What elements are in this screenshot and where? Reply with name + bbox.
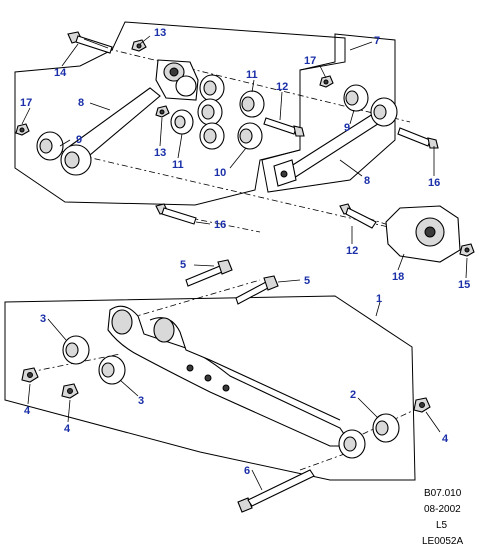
bolt-12-upper bbox=[263, 117, 305, 137]
callout-17-right: 17 bbox=[304, 55, 316, 67]
upper-assembly-outline bbox=[14, 21, 346, 206]
callout-16-mid: 16 bbox=[214, 219, 226, 231]
nut-15 bbox=[459, 243, 475, 257]
axis-line-bottom-bolt bbox=[299, 451, 351, 471]
nut-13-upper bbox=[131, 39, 147, 52]
bushing-10 bbox=[237, 122, 263, 150]
callout-14: 14 bbox=[54, 67, 67, 79]
nut-13-lower bbox=[155, 105, 170, 118]
leader-lines bbox=[21, 35, 468, 491]
nut-4-mid bbox=[61, 383, 79, 399]
nut-17-left bbox=[15, 123, 30, 136]
callout-4-mid: 4 bbox=[64, 423, 71, 435]
nut-4-right bbox=[413, 397, 431, 413]
bolt-16-right bbox=[397, 127, 439, 149]
callout-12-lower: 12 bbox=[346, 245, 358, 257]
callout-16-right: 16 bbox=[428, 177, 440, 189]
callout-8-right: 8 bbox=[364, 175, 370, 187]
callout-10: 10 bbox=[214, 167, 226, 179]
callout-7: 7 bbox=[374, 35, 380, 47]
callout-11-right: 11 bbox=[246, 69, 258, 81]
callout-3-upper: 3 bbox=[40, 313, 46, 325]
bushing-11-left bbox=[170, 109, 194, 135]
kit-7-outline bbox=[261, 33, 396, 193]
reference-code: B07.010 bbox=[424, 488, 462, 499]
callout-4-left: 4 bbox=[24, 405, 31, 417]
callout-18: 18 bbox=[392, 271, 404, 283]
callout-6: 6 bbox=[244, 465, 250, 477]
bolt-16-mid bbox=[155, 203, 197, 225]
lower-arm-1 bbox=[107, 305, 366, 459]
bracket-18 bbox=[385, 205, 461, 263]
callout-8-left: 8 bbox=[78, 97, 84, 109]
nut-17-right bbox=[319, 75, 334, 88]
callout-3-lower: 3 bbox=[138, 395, 144, 407]
bolt-6 bbox=[237, 469, 315, 513]
bushing-2 bbox=[372, 413, 400, 443]
mount-bracket-upper bbox=[155, 59, 199, 101]
lower-assembly-outline bbox=[4, 295, 416, 481]
bolt-5-upper bbox=[185, 259, 233, 287]
bushing-3-upper bbox=[62, 335, 90, 365]
callout-2: 2 bbox=[350, 389, 356, 401]
callout-11-left: 11 bbox=[172, 159, 184, 171]
bolt-12-lower bbox=[339, 203, 377, 229]
callout-13-lower: 13 bbox=[154, 147, 166, 159]
callouts: 14 13 17 8 9 13 11 11 12 10 17 7 9 8 16 … bbox=[20, 27, 470, 477]
upper-arm-8-right bbox=[273, 84, 398, 187]
callout-13-upper: 13 bbox=[154, 27, 166, 39]
callout-5-lower: 5 bbox=[304, 275, 310, 287]
callout-9-left: 9 bbox=[76, 134, 82, 146]
bolt-5-lower bbox=[235, 275, 279, 305]
callout-5-upper: 5 bbox=[180, 259, 186, 271]
bushing-stack-centre bbox=[197, 74, 225, 150]
callout-15: 15 bbox=[458, 279, 470, 291]
reference-drawing: LE0052A bbox=[422, 536, 463, 547]
reference-date: 08-2002 bbox=[424, 504, 461, 515]
bushing-3-lower bbox=[98, 355, 126, 385]
callout-12-upper: 12 bbox=[276, 81, 288, 93]
nut-4-left bbox=[21, 367, 39, 383]
bushing-11-right bbox=[239, 90, 265, 118]
callout-1: 1 bbox=[376, 293, 382, 305]
axis-line-lower-bolts bbox=[129, 279, 261, 319]
reference-line: L5 bbox=[436, 520, 448, 531]
callout-17-left: 17 bbox=[20, 97, 32, 109]
callout-4-right: 4 bbox=[442, 433, 449, 445]
callout-9-right: 9 bbox=[344, 122, 350, 134]
bolt-14 bbox=[67, 31, 113, 54]
reference-stamp: B07.010 08-2002 L5 LE0052A bbox=[422, 488, 463, 547]
upper-arm-8-left bbox=[36, 87, 161, 176]
